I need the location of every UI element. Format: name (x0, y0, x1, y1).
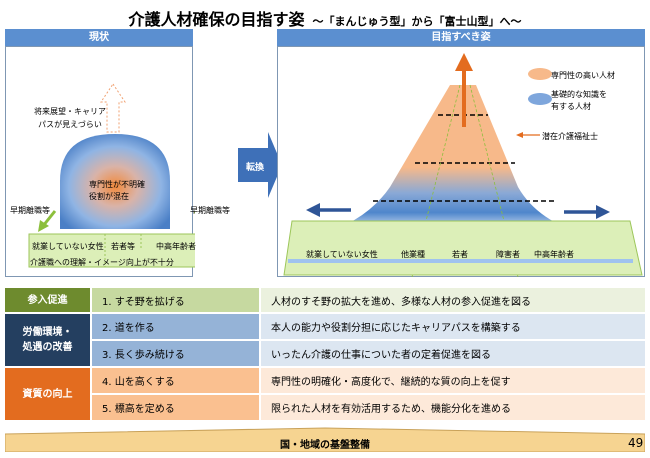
foundation-label: 国・地域の基盤整備 (280, 440, 370, 451)
category-work-env-line2: 処遇の改善 (22, 342, 73, 353)
desc-5: 限られた人材を有効活用するため、機能分化を進める (261, 395, 645, 420)
dome-line1: 専門性が不明確 (89, 180, 145, 189)
legend-specialist: 専門性の高い人材 (551, 71, 615, 80)
group-women: 就業していない女性 (32, 242, 104, 251)
step-3: 3. 長く歩み続ける (92, 341, 259, 366)
title-main: 介護人材確保の目指す姿 (128, 10, 305, 29)
potential-arrow-icon (516, 132, 523, 138)
category-quality: 資質の向上 (5, 368, 90, 420)
early-leave-right: 早期離職等 (190, 206, 230, 215)
r-group-other-industry: 他業種 (401, 250, 425, 259)
table-row: 参入促進 1. すそ野を拡げる 人材のすそ野の拡大を進め、多様な人材の参入促進を… (5, 288, 645, 312)
desc-4: 専門性の明確化・高度化で、継続的な質の向上を促す (261, 368, 645, 393)
desc-2: 本人の能力や役割分担に応じたキャリアパスを構築する (261, 314, 645, 339)
group-middle-aged: 中高年齢者 (156, 242, 196, 251)
r-group-disabled: 障害者 (496, 250, 520, 259)
legend-basic-line1: 基礎的な知識を (551, 90, 607, 99)
category-entry: 参入促進 (5, 288, 90, 312)
base-note: 介護職への理解・イメージ向上が不十分 (30, 258, 174, 267)
category-work-env-line1: 労働環境・ (22, 327, 73, 338)
legend-basic: 基礎的な知識を 有する人材 (551, 89, 607, 113)
base-box (28, 233, 195, 268)
desc-1: 人材のすそ野の拡大を進め、多様な人材の参入促進を図る (261, 288, 645, 312)
transition-arrow (238, 132, 282, 198)
r-group-middle-aged: 中高年齢者 (534, 250, 574, 259)
step-2: 2. 道を作る (92, 314, 259, 339)
up-arrow-head-icon (455, 53, 473, 71)
category-work-env: 労働環境・ 処遇の改善 (5, 314, 90, 366)
current-panel-header: 現状 (5, 29, 193, 46)
legend-swatch-basic (528, 93, 552, 105)
legend-swatch-specialist (528, 68, 552, 80)
dome-text: 専門性が不明確 役割が混在 (89, 179, 145, 203)
early-leave-left: 早期離職等 (10, 206, 50, 215)
step-1: 1. すそ野を拡げる (92, 288, 259, 312)
career-note-line2: パスが見えづらい (38, 120, 102, 129)
step-5: 5. 標高を定める (92, 395, 259, 420)
dashed-up-arrow-icon (100, 83, 126, 133)
legend-basic-line2: 有する人材 (551, 102, 591, 111)
page-number: 49 (628, 436, 644, 450)
table-row: 労働環境・ 処遇の改善 2. 道を作る 本人の能力や役割分担に応じたキャリアパス… (5, 314, 645, 366)
group-youth: 若者等 (111, 242, 135, 251)
page-title: 介護人材確保の目指す姿 ～「まんじゅう型」から「富士山型」へ～ (0, 6, 650, 30)
career-note-line1: 将来展望・キャリア (34, 107, 106, 116)
transition-label: 転換 (246, 163, 265, 173)
manju-dome (60, 134, 170, 229)
fuji-base (283, 220, 643, 276)
potential-label: 潜在介護福祉士 (542, 132, 598, 141)
goal-panel-header: 目指すべき姿 (277, 29, 645, 46)
r-group-women: 就業していない女性 (306, 250, 378, 259)
step-4: 4. 山を高くする (92, 368, 259, 393)
foundation-bar (5, 427, 645, 452)
fuji-diagram (283, 53, 643, 277)
current-diagram (28, 83, 195, 268)
arrow-head-left-icon (38, 220, 49, 232)
fuji-mountain (318, 85, 588, 235)
table-row: 資質の向上 4. 山を高くする 専門性の明確化・高度化で、継続的な質の向上を促す… (5, 368, 645, 420)
right-arrow-icon (596, 205, 610, 219)
left-arrow-icon (306, 203, 320, 217)
title-sub: ～「まんじゅう型」から「富士山型」へ～ (312, 15, 522, 28)
desc-3: いったん介護の仕事についた者の定着促進を図る (261, 341, 645, 366)
r-group-youth: 若者 (452, 250, 468, 259)
dome-line2: 役割が混在 (89, 192, 129, 201)
career-note: 将来展望・キャリア パスが見えづらい (34, 105, 106, 131)
